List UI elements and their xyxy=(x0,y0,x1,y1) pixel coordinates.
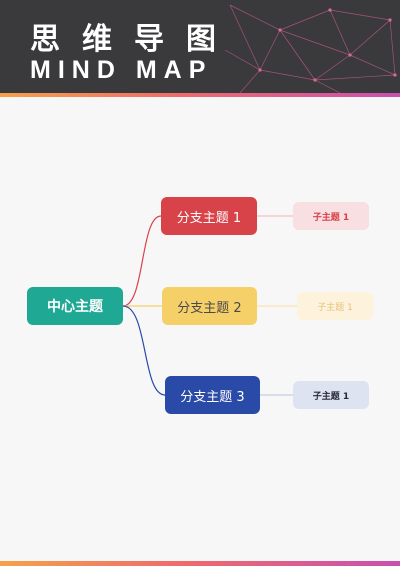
branch-topic-node-3[interactable]: 分支主题 3 xyxy=(165,376,260,414)
page-title: 思维导图 xyxy=(30,22,238,57)
polygon-network-decoration xyxy=(224,4,397,93)
page-subtitle: MIND MAP xyxy=(30,56,213,84)
branch-topic-node-1[interactable]: 分支主题 1 xyxy=(161,197,257,235)
branch-topic-label: 分支主题 2 xyxy=(177,300,242,316)
branch-topic-label: 分支主题 3 xyxy=(180,389,245,405)
connector-center-branch1 xyxy=(122,215,162,307)
header-banner: 思维导图 MIND MAP xyxy=(0,0,400,93)
connector-center-branch3 xyxy=(122,305,166,396)
branch-topic-label: 分支主题 1 xyxy=(176,210,242,226)
subtopic-node-3[interactable]: 子主题 1 xyxy=(293,381,369,409)
subtopic-node-1[interactable]: 子主题 1 xyxy=(293,202,369,230)
subtopic-label: 子主题 1 xyxy=(312,212,350,223)
subtopic-node-2[interactable]: 子主题 1 xyxy=(297,292,373,320)
branch-topic-node-2[interactable]: 分支主题 2 xyxy=(162,287,257,325)
central-topic-node[interactable]: 中心主题 xyxy=(27,287,123,325)
accent-bar-bottom xyxy=(0,561,400,566)
accent-bar-top xyxy=(0,93,400,97)
central-topic-label: 中心主题 xyxy=(47,299,103,315)
subtopic-label: 子主题 1 xyxy=(312,391,350,402)
subtopic-label: 子主题 1 xyxy=(317,302,353,313)
